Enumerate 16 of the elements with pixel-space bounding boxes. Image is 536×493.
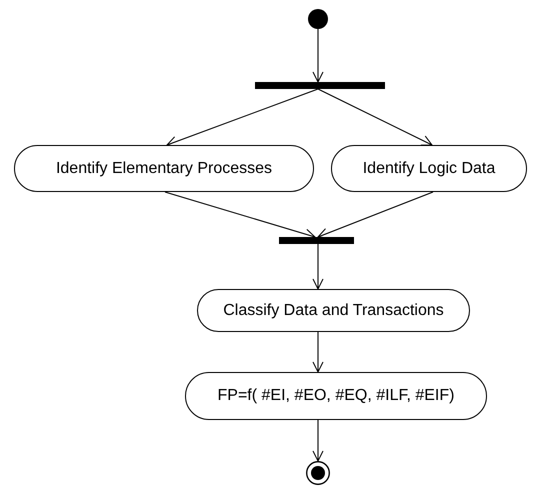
action-label: Identify Logic Data: [362, 160, 496, 178]
action-node: [331, 145, 527, 192]
action-label: Classify Data and Transactions: [223, 302, 444, 320]
control-flow-arrow: [312, 28, 324, 82]
action-node: [197, 289, 470, 332]
control-flow-arrow: [166, 88, 318, 147]
control-flow-arrow: [312, 244, 324, 290]
control-flow-arrow: [318, 88, 432, 146]
control-flow-arrow: [318, 192, 434, 238]
control-flow-arrow: [312, 332, 324, 372]
control-flow-arrow: [312, 420, 324, 462]
action-label: Identify Elementary Processes: [56, 160, 272, 178]
control-flow-arrow: [164, 192, 316, 240]
action-node: [185, 372, 487, 420]
action-node: [14, 145, 314, 192]
action-label: FP=f( #EI, #EO, #EQ, #ILF, #EIF): [218, 387, 454, 405]
